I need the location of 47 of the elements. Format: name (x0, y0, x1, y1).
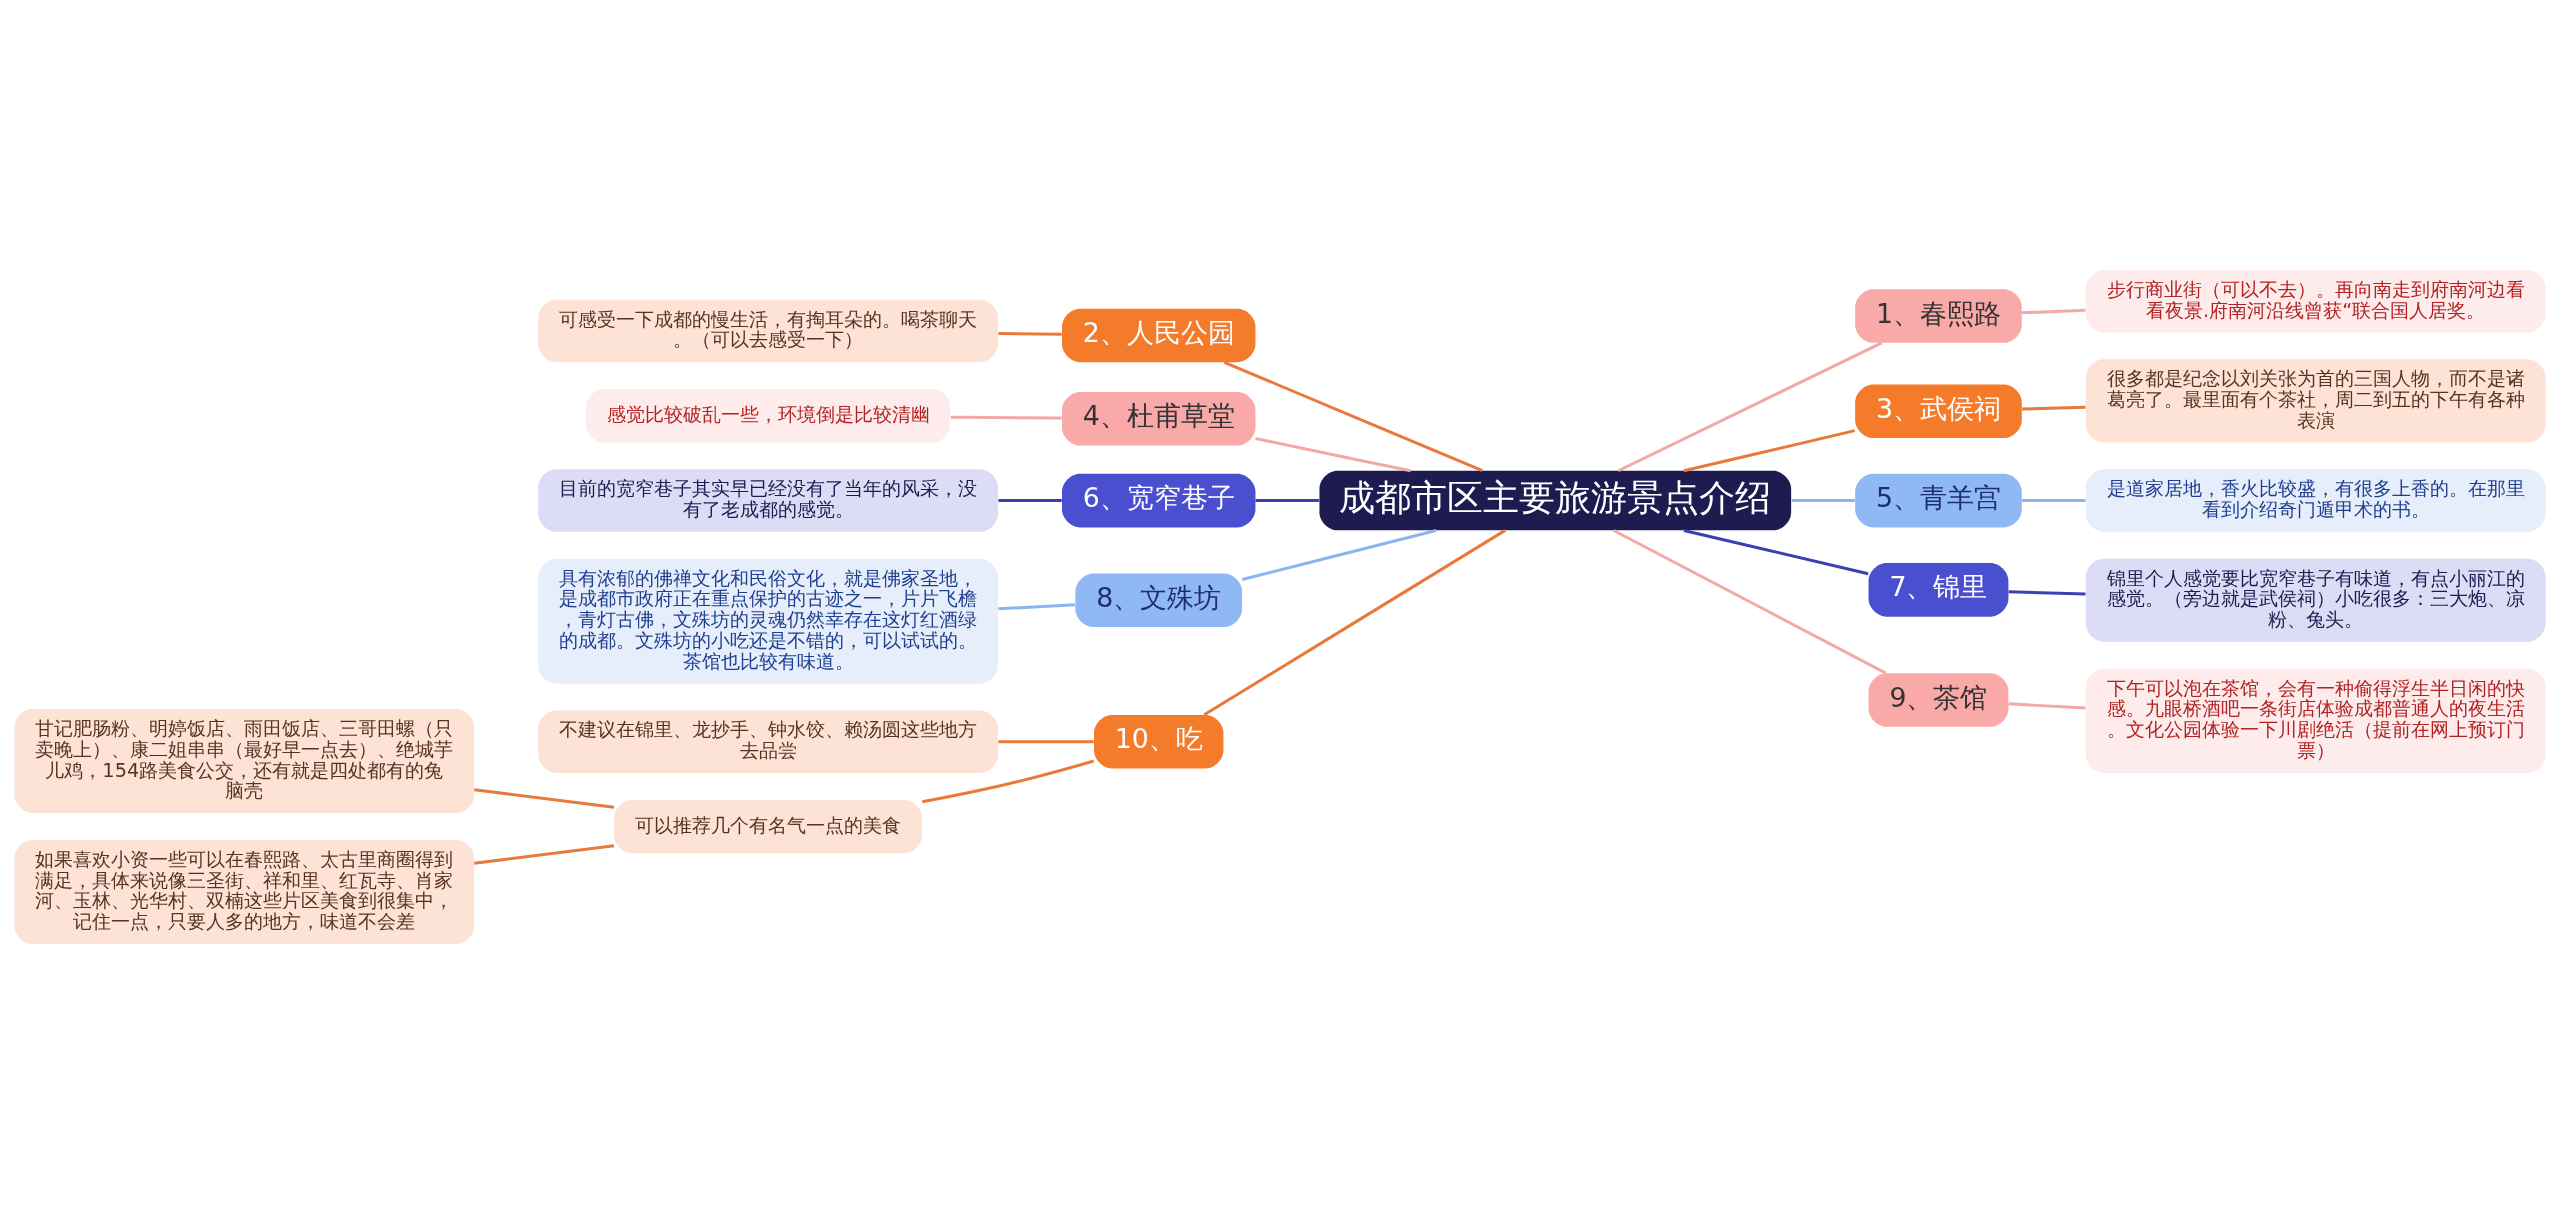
connector (950, 415, 1062, 419)
connector (1613, 528, 1887, 674)
node-box: 1、春熙路 (1855, 288, 2022, 343)
node-box: 如果喜欢小资一些可以在春熙路、太古里商圈得到满足，具体来说像三圣街、祥和里、红瓦寺、肖家河、玉林、光华村、双楠这些片区美食到很集中，记住一点，只要人多的地方，味道不会差 (14, 839, 475, 944)
connector (1223, 360, 1483, 472)
node-box: 10、吃 (1094, 714, 1224, 768)
node-box: 4、杜甫草堂 (1062, 391, 1256, 446)
connector (2022, 308, 2086, 314)
node-box: 是道家居地，香火比较盛，有很多上香的。在那里看到介绍奇门遁甲术的书。 (2085, 468, 2546, 532)
node-box: 5、青羊宫 (1855, 473, 2022, 527)
connector (998, 739, 1094, 743)
connector (998, 602, 1076, 610)
node-box: 甘记肥肠粉、明婷饭店、雨田饭店、三哥田螺（只卖晚上）、康二姐串串（最好早一点去）、绝城芋儿鸡，154路美食公交，还有就是四处都有的兔脑壳 (14, 708, 475, 813)
node-box: 很多都是纪念以刘关张为首的三国人物，而不是诸葛亮了。最里面有个茶社，周二到五的下午有各种表演 (2085, 358, 2546, 443)
connector (1683, 528, 1869, 575)
connector (998, 498, 1062, 502)
connector (1791, 498, 1855, 502)
node-box: 具有浓郁的佛禅文化和民俗文化，就是佛家圣地，是成都市政府正在重点保护的古迹之一，片片飞檐，青灯古佛，文殊坊的灵魂仍然幸存在这灯红酒绿的成都。文殊坊的小吃还是不错的，可以试试的。茶馆也比较有味道。 (538, 558, 998, 684)
connector (474, 843, 615, 865)
connector (1255, 436, 1411, 472)
node-box: 下午可以泡在茶馆，会有一种偷得浮生半日闲的快感。九眼桥酒吧一条街店体验成都普通人的夜生活。文化公园体验一下川剧绝活（提前在网上预订门票） (2085, 668, 2546, 773)
connector (1617, 341, 1883, 472)
node-box: 可以推荐几个有名气一点的美食 (614, 799, 923, 853)
node-box: 不建议在锦里、龙抄手、钟水饺、赖汤圆这些地方去品尝 (538, 709, 998, 773)
node-box: 2、人民公园 (1062, 308, 1256, 362)
node-box: 8、文殊坊 (1075, 573, 1243, 627)
connector (2022, 405, 2086, 410)
node-box: 7、锦里 (1868, 562, 2009, 617)
node-box: 可感受一下成都的慢生活，有掏耳朵的。喝茶聊天。（可以去感受一下） (538, 299, 998, 362)
connector (2008, 701, 2086, 710)
node-box: 目前的宽窄巷子其实早已经没有了当年的风采，没有了老成都的感觉。 (538, 468, 998, 532)
node-box: 成都市区主要旅游景点介绍 (1319, 470, 1792, 530)
connector (1683, 428, 1856, 472)
connector (922, 759, 1095, 803)
connector (998, 331, 1062, 336)
node-box: 6、宽窄巷子 (1062, 473, 1256, 527)
connector (1203, 528, 1506, 716)
connector (2022, 498, 2086, 502)
node-box: 9、茶馆 (1868, 672, 2009, 727)
node-box: 锦里个人感觉要比宽窄巷子有味道，有点小丽江的感觉。（旁边就是武侯祠）小吃很多：三大炮、凉粉、兔头。 (2085, 558, 2546, 642)
connector (1241, 528, 1437, 581)
node-box: 步行商业街（可以不去）。再向南走到府南河边看看夜景.府南河沿线曾获“联合国人居奖。 (2085, 269, 2546, 332)
connector (1255, 498, 1320, 502)
node-box: 感觉比较破乱一些，环境倒是比较清幽 (585, 388, 951, 443)
node-box: 3、武侯祠 (1855, 384, 2022, 438)
connector (2008, 589, 2086, 595)
connector (474, 787, 615, 809)
